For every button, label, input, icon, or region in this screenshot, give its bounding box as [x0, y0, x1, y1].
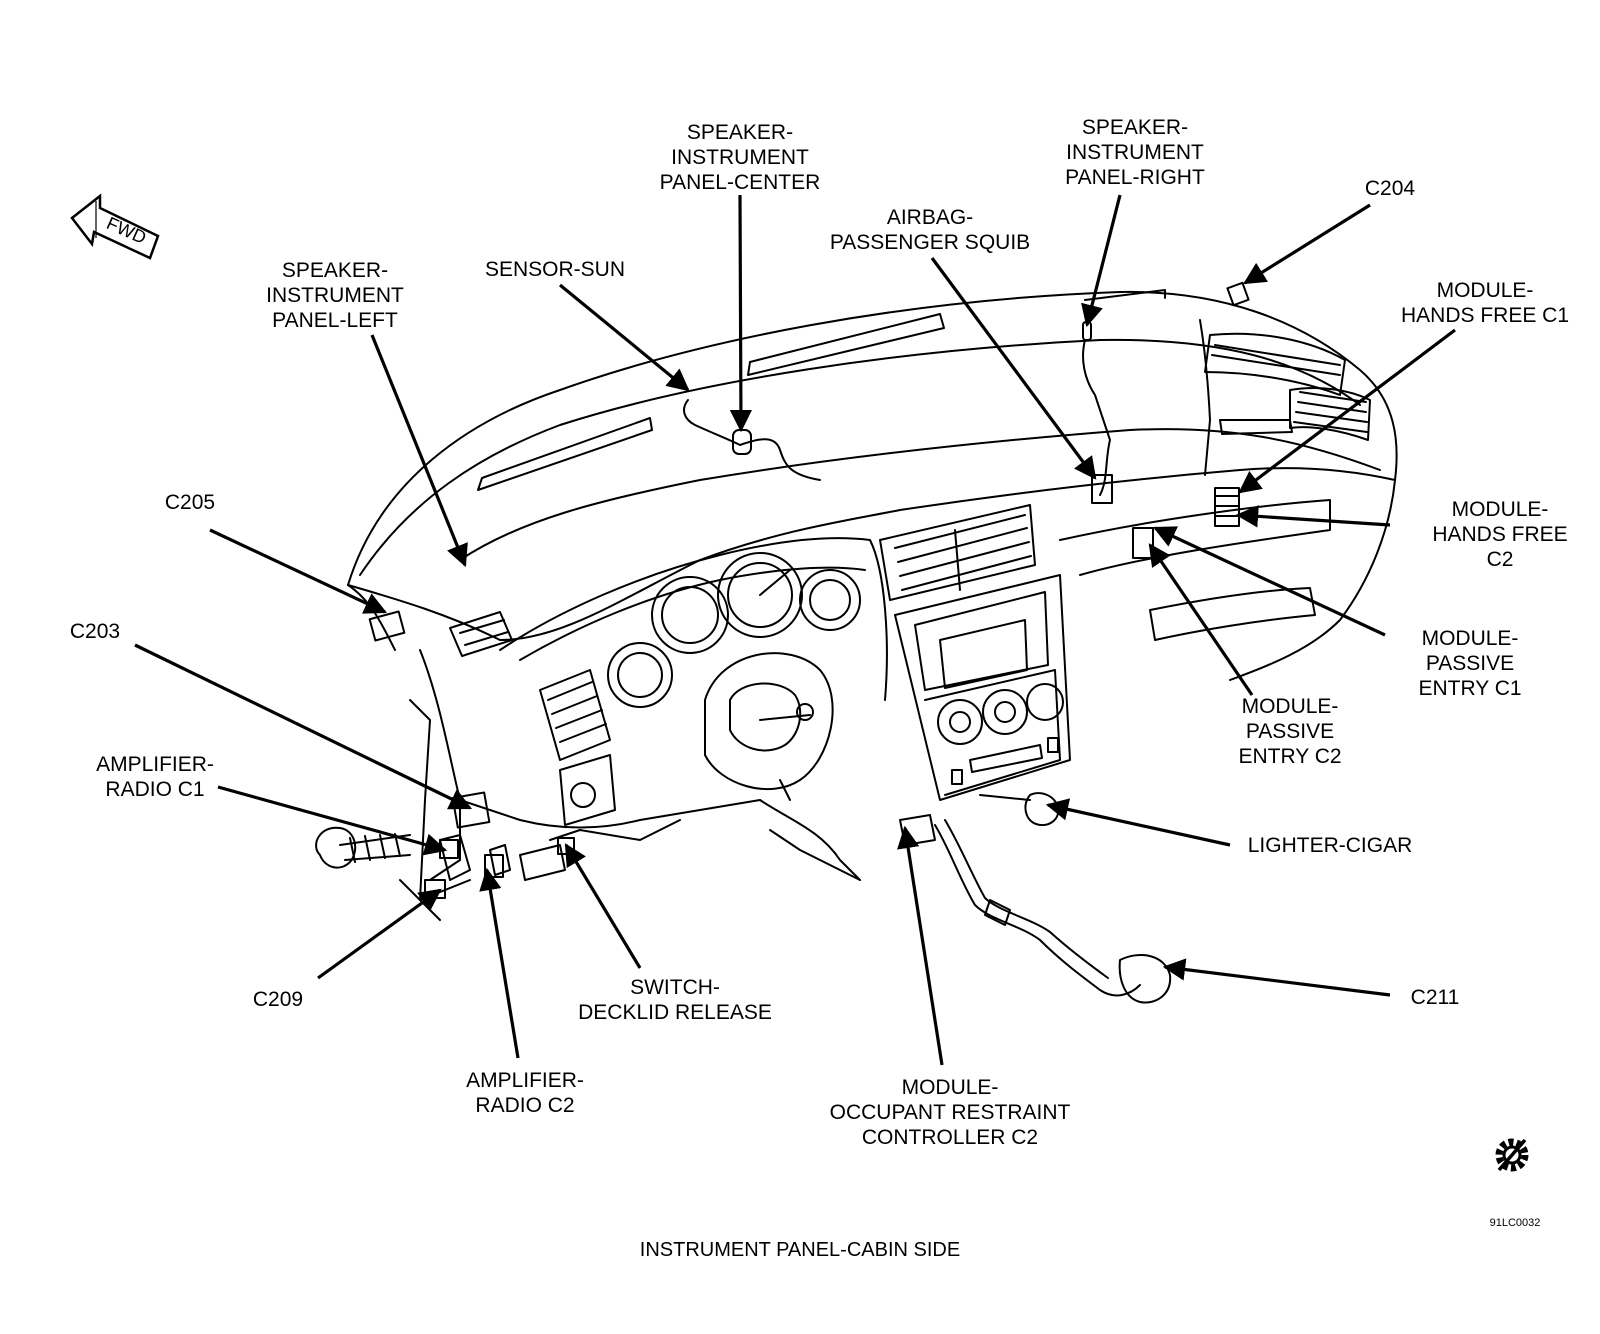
- leader-c209: [317, 888, 442, 980]
- leader-amp-c1: [217, 785, 448, 856]
- leader-c205: [209, 528, 388, 614]
- leader-c203: [134, 643, 473, 810]
- label-module-passive-entry-c1: MODULE- PASSIVE ENTRY C1: [1418, 627, 1522, 700]
- leader-c211: [1162, 958, 1391, 997]
- leader-lighter-cigar: [1045, 798, 1231, 847]
- leader-airbag-squib: [930, 257, 1097, 480]
- label-c203: C203: [69, 620, 121, 643]
- leader-speaker-center: [729, 194, 753, 433]
- label-module-hands-free-c2: MODULE- HANDS FREE C2: [1432, 498, 1568, 571]
- label-module-hands-free-c1: MODULE- HANDS FREE C1: [1400, 279, 1570, 327]
- label-amplifier-radio-c2: AMPLIFIER- RADIO C2: [466, 1069, 584, 1117]
- label-module-passive-entry-c2: MODULE- PASSIVE ENTRY C2: [1238, 695, 1342, 768]
- service-gear-icon: [1495, 1138, 1529, 1172]
- leader-amp-c2: [479, 867, 520, 1059]
- leader-speaker-right: [1081, 194, 1122, 328]
- fwd-arrow-icon: FWD: [70, 193, 160, 260]
- label-lighter-cigar: LIGHTER-CIGAR: [1247, 834, 1413, 857]
- leader-switch-decklid: [564, 843, 642, 969]
- drawing-id: 91LC0032: [1489, 1217, 1541, 1229]
- leader-hands-free-c1: [1238, 328, 1456, 494]
- label-module-orc-c2: MODULE- OCCUPANT RESTRAINT CONTROLLER C2: [829, 1076, 1071, 1149]
- label-airbag-passenger-squib: AIRBAG- PASSENGER SQUIB: [829, 206, 1031, 254]
- label-switch-decklid-release: SWITCH- DECKLID RELEASE: [578, 976, 772, 1024]
- leader-passive-entry-c2: [1148, 543, 1254, 696]
- label-amplifier-radio-c1: AMPLIFIER- RADIO C1: [96, 753, 214, 801]
- leader-lines: [134, 194, 1456, 1066]
- leader-c204: [1243, 203, 1371, 285]
- label-c205: C205: [164, 491, 216, 514]
- leader-sensor-sun: [558, 283, 690, 392]
- label-c204: C204: [1364, 177, 1416, 200]
- label-c209: C209: [252, 988, 304, 1011]
- leader-hands-free-c2: [1235, 505, 1391, 528]
- label-speaker-ip-left: SPEAKER- INSTRUMENT PANEL-LEFT: [266, 259, 404, 332]
- leader-passive-entry-c1: [1152, 526, 1386, 637]
- label-sensor-sun: SENSOR-SUN: [484, 258, 626, 281]
- label-speaker-ip-right: SPEAKER- INSTRUMENT PANEL-RIGHT: [1065, 116, 1205, 189]
- label-c211: C211: [1410, 986, 1460, 1009]
- label-speaker-ip-center: SPEAKER- INSTRUMENT PANEL-CENTER: [659, 121, 821, 194]
- instrument-panel-drawing: [315, 281, 1398, 1004]
- leader-orc-c2: [897, 825, 944, 1066]
- leader-speaker-left: [370, 334, 468, 568]
- figure-caption: INSTRUMENT PANEL-CABIN SIDE: [639, 1239, 961, 1261]
